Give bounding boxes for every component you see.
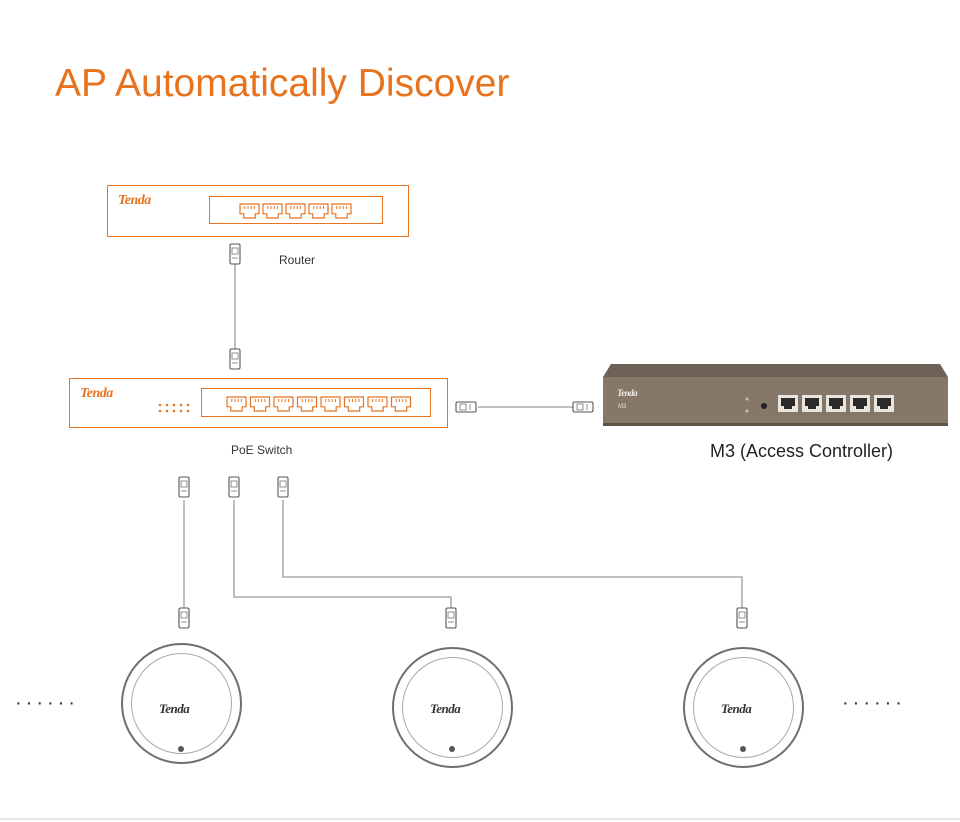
poe-switch-label: PoE Switch xyxy=(231,443,293,457)
ac-port-1 xyxy=(781,398,795,409)
access-controller-device: Tenda M3 xyxy=(603,364,948,426)
router-device: Tenda xyxy=(107,185,409,237)
switch-port-8 xyxy=(390,396,412,412)
ap3-cable-plug-bottom xyxy=(736,607,748,629)
ac-cable-plug-left xyxy=(455,401,477,413)
ap1-cable-plug-bottom xyxy=(178,607,190,629)
ap-3-led xyxy=(740,746,746,752)
ap3-cable-plug-top xyxy=(277,476,289,498)
switch-port-4 xyxy=(296,396,318,412)
router-port-3 xyxy=(285,203,306,219)
switch-led xyxy=(172,403,176,407)
router-cable-plug-top xyxy=(229,243,241,265)
ac-port-4 xyxy=(853,398,867,409)
ap-1-brand-logo: Tenda xyxy=(159,701,190,716)
ellipsis-left: ······ xyxy=(15,692,79,714)
switch-port-2 xyxy=(249,396,271,412)
ac-cable-plug-right xyxy=(572,401,594,413)
router-port-4 xyxy=(308,203,329,219)
poe-switch-device: Tenda xyxy=(69,378,448,428)
switch-led xyxy=(179,409,183,413)
switch-ports xyxy=(226,396,412,412)
ac-port-2 xyxy=(805,398,819,409)
switch-port-7 xyxy=(367,396,388,412)
ap-3-brand-logo: Tenda xyxy=(721,701,752,716)
switch-led xyxy=(186,409,190,413)
ap-2-brand-logo: Tenda xyxy=(430,701,461,716)
router-label: Router xyxy=(279,253,316,267)
router-port-5 xyxy=(331,203,352,219)
switch-led xyxy=(172,409,176,413)
ap1-cable-plug-top xyxy=(178,476,190,498)
router-brand-logo: Tenda xyxy=(118,193,151,208)
access-point-2: Tenda xyxy=(392,647,513,768)
ac-port-5 xyxy=(877,398,891,409)
switch-port-5 xyxy=(320,396,341,412)
page-title: AP Automatically Discover xyxy=(55,62,510,105)
switch-led-indicators xyxy=(158,403,190,413)
ap2-cable-plug-bottom xyxy=(445,607,457,629)
access-point-3: Tenda xyxy=(683,647,804,768)
switch-brand-logo: Tenda xyxy=(80,386,113,401)
switch-port-panel xyxy=(201,388,431,417)
switch-port-group xyxy=(226,396,412,412)
switch-port-6 xyxy=(343,396,365,412)
ac-brand-logo: Tenda xyxy=(617,388,638,398)
switch-led xyxy=(158,409,162,413)
ac-port-3 xyxy=(829,398,843,409)
ap-1-led xyxy=(178,746,184,752)
router-port-1 xyxy=(239,203,260,219)
bottom-divider xyxy=(0,818,960,820)
router-port-panel xyxy=(209,196,383,224)
router-port-2 xyxy=(262,203,283,219)
router-ports xyxy=(239,203,352,219)
switch-led xyxy=(186,403,190,407)
router-cable-plug-bottom xyxy=(229,348,241,370)
switch-led xyxy=(165,409,169,413)
ap2-cable-plug-top xyxy=(228,476,240,498)
access-controller-label: M3 (Access Controller) xyxy=(710,441,894,461)
ellipsis-right: ······ xyxy=(842,692,906,714)
access-point-1: Tenda xyxy=(121,643,242,764)
ac-model-text: M3 xyxy=(618,404,627,410)
switch-led xyxy=(165,403,169,407)
switch-port-1 xyxy=(226,396,247,412)
router-port-group xyxy=(239,203,352,219)
ap-2-led xyxy=(449,746,455,752)
switch-led xyxy=(179,403,183,407)
switch-port-3 xyxy=(273,396,294,412)
switch-led xyxy=(158,403,162,407)
